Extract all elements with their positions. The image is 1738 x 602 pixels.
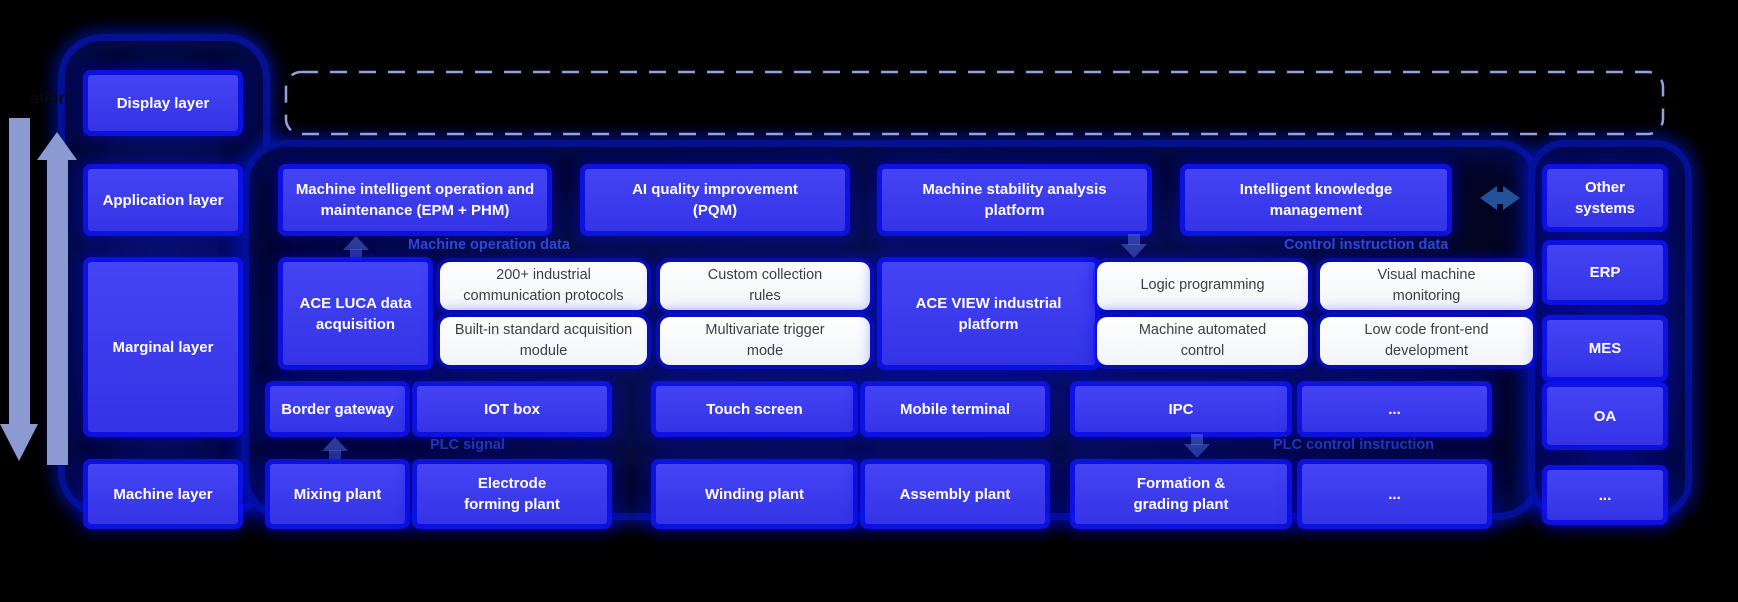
box-multivariate-trigger: Multivariate trigger mode	[660, 317, 870, 365]
box-ace-view: ACE VIEW industrial platform	[882, 262, 1095, 365]
box-mes: MES	[1547, 320, 1663, 377]
box-builtin-acquisition: Built-in standard acquisition module	[440, 317, 647, 365]
box-electrode-forming-plant: Electrode forming plant	[417, 464, 607, 524]
box-low-code-frontend: Low code front-end development	[1320, 317, 1533, 365]
box-winding-plant: Winding plant	[656, 464, 853, 524]
box-machine-intelligent-om: Machine intelligent operation and mainte…	[283, 169, 547, 231]
box-custom-collection-rules: Custom collection rules	[660, 262, 870, 310]
box-iot-box: IOT box	[417, 386, 607, 432]
box-ace-luca: ACE LUCA data acquisition	[283, 262, 428, 365]
box-assembly-plant: Assembly plant	[865, 464, 1045, 524]
box-touch-screen: Touch screen	[656, 386, 853, 432]
box-ai-quality-improvement: AI quality improvement (PQM)	[585, 169, 845, 231]
label-plc-control-instruction: PLC control instruction	[1273, 437, 1435, 453]
box-visual-machine-monitoring: Visual machine monitoring	[1320, 262, 1533, 310]
box-border-gateway: Border gateway	[270, 386, 405, 432]
dashed-feedback-frame	[284, 70, 1665, 136]
box-device-ellipsis: ...	[1302, 386, 1487, 432]
box-industrial-protocols: 200+ industrial communication protocols	[440, 262, 647, 310]
box-display-layer: Display layer	[88, 75, 238, 131]
box-systems-ellipsis: ...	[1547, 470, 1663, 520]
box-application-layer: Application layer	[88, 169, 238, 231]
box-machine-automated-control: Machine automated control	[1097, 317, 1308, 365]
cutoff-left-label: ation	[30, 90, 69, 107]
label-machine-operation-data: Machine operation data	[408, 237, 570, 253]
box-marginal-layer: Marginal layer	[88, 262, 238, 432]
box-intelligent-knowledge-mgmt: Intelligent knowledge management	[1185, 169, 1447, 231]
box-logic-programming: Logic programming	[1097, 262, 1308, 310]
box-ipc: IPC	[1075, 386, 1287, 432]
box-oa: OA	[1547, 387, 1663, 445]
box-mobile-terminal: Mobile terminal	[865, 386, 1045, 432]
box-other-systems: Other systems	[1547, 169, 1663, 227]
box-formation-grading-plant: Formation & grading plant	[1075, 464, 1287, 524]
box-mixing-plant: Mixing plant	[270, 464, 405, 524]
box-machine-ellipsis: ...	[1302, 464, 1487, 524]
box-erp: ERP	[1547, 245, 1663, 300]
label-plc-signal: PLC signal	[430, 437, 505, 453]
box-machine-layer: Machine layer	[88, 464, 238, 524]
label-control-instruction-data: Control instruction data	[1284, 237, 1449, 253]
box-machine-stability-platform: Machine stability analysis platform	[882, 169, 1147, 231]
